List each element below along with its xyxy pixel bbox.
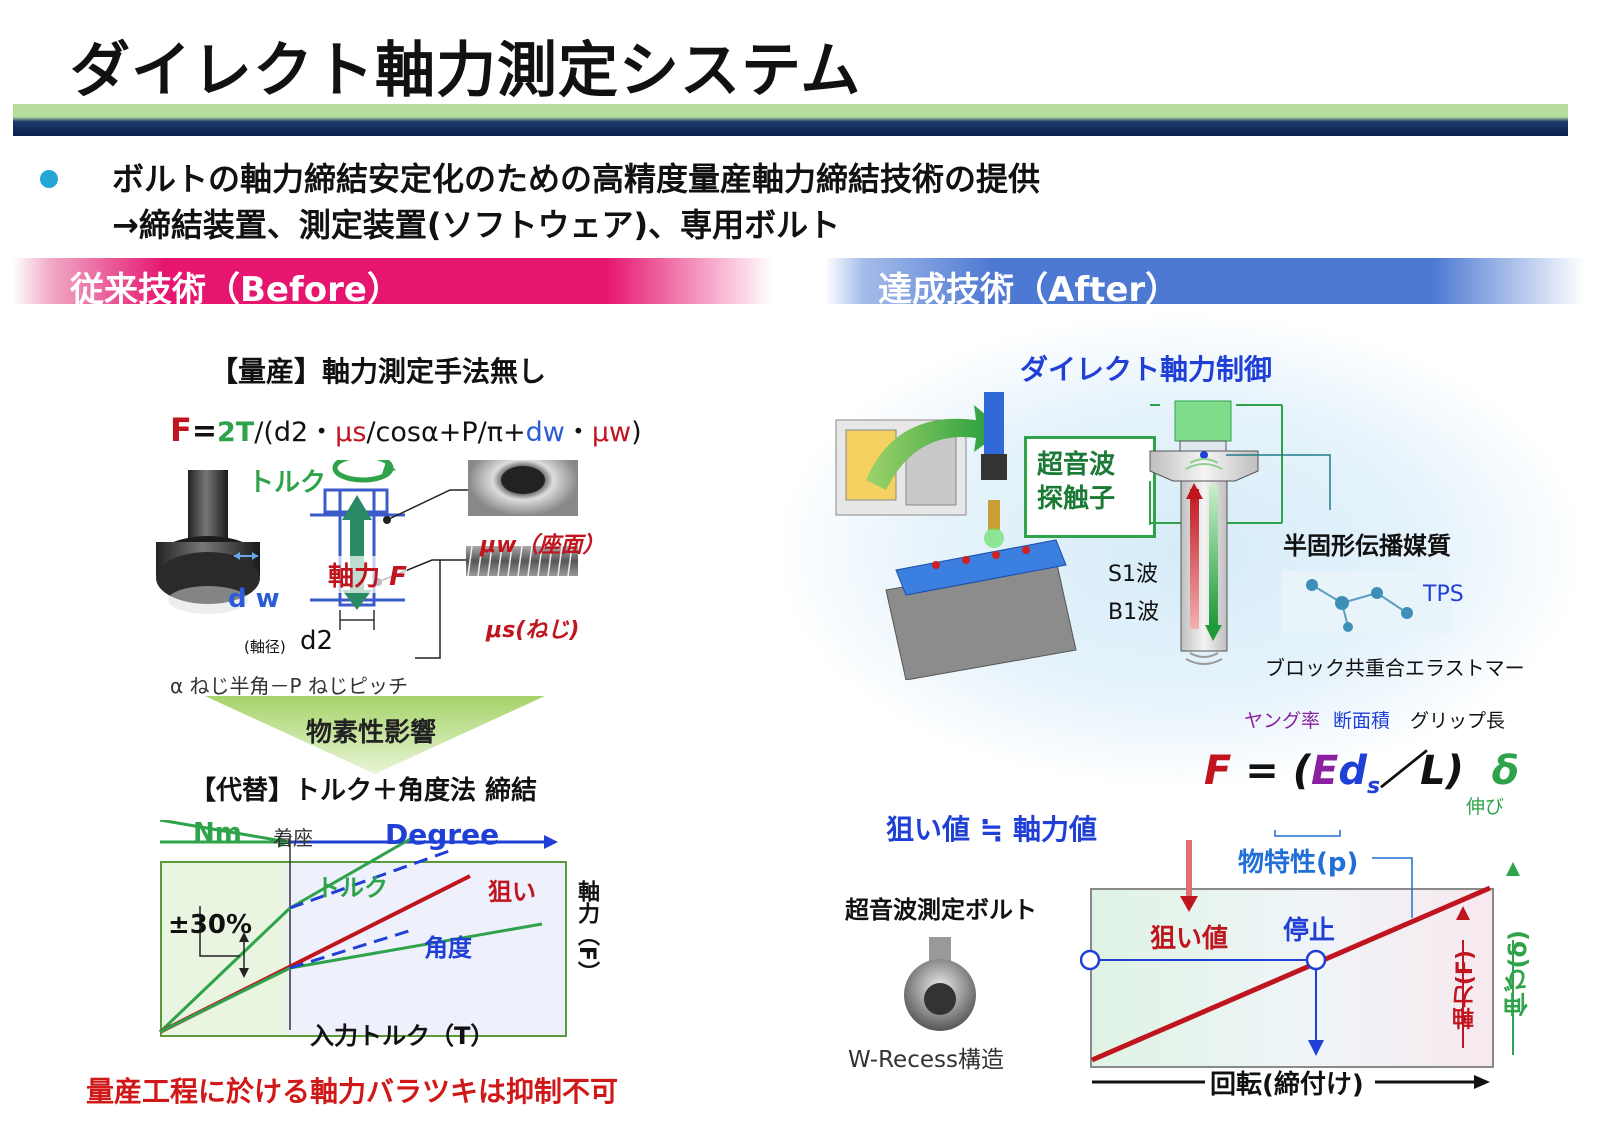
- formula-muw: μw: [591, 417, 632, 448]
- axial-force-label: 軸力 F: [328, 556, 407, 593]
- formula2-open: (: [1292, 748, 1311, 794]
- material-influence-arrow: [205, 696, 545, 774]
- young-modulus-label: ヤング率: [1244, 710, 1321, 732]
- torque-angle-chart-lines: [158, 820, 558, 1034]
- formula-open: /(d2・: [254, 417, 336, 448]
- b1-wave-label: B1波: [1108, 600, 1160, 625]
- formula2-slash: ／: [1380, 748, 1421, 794]
- rotation-axis-label: 回転(締付け): [1210, 1070, 1364, 1100]
- chart-input-torque-label: 入力トルク（T）: [310, 1022, 495, 1050]
- before-header-band: [13, 258, 773, 304]
- alpha-pitch-text: α ねじ半角－P ねじピッチ: [170, 674, 408, 698]
- molecule-icon: [1282, 571, 1452, 633]
- formula2-d: d: [1338, 748, 1367, 794]
- bullet-line-2: →締結装置、測定装置(ソフトウェア)、専用ボルト: [112, 206, 841, 244]
- chart-axial-force-label: 軸力（F）: [574, 880, 599, 984]
- chart-angle-label: 角度: [424, 934, 472, 962]
- material-influence-label: 物素性影響: [306, 718, 437, 748]
- after-subtitle: ダイレクト軸力制御: [1020, 353, 1273, 386]
- probe-label-2: 探触子: [1037, 484, 1116, 514]
- title-underline-band: [13, 104, 1568, 136]
- formula-close: ): [631, 417, 642, 448]
- after-header: 達成技術（After）: [878, 270, 1180, 310]
- chart-nm-label: Nm: [193, 818, 242, 848]
- formula-dot: ・: [564, 417, 592, 448]
- before-bolt-illustration: [156, 460, 578, 659]
- chart-pm30-label: ±30%: [168, 910, 253, 940]
- page-title: ダイレクト軸力測定システム: [70, 36, 862, 106]
- before-conclusion: 量産工程に於ける軸力バラツキは抑制不可: [86, 1075, 619, 1108]
- s1-wave-label: S1波: [1108, 562, 1158, 587]
- chart-target-label: 狙い: [488, 878, 536, 906]
- machine-engine-illustration: [835, 392, 1077, 680]
- formula-mid: /cosα+P/π+: [366, 417, 526, 448]
- target-equals-axial: 狙い値 ≒ 軸力値: [886, 813, 1097, 846]
- ultrasonic-bolt-diagram: [1149, 400, 1331, 665]
- rotation-chart-lines: [1080, 830, 1520, 1089]
- axial-label-text: 軸力: [328, 562, 381, 592]
- torque-label: トルク: [248, 468, 327, 498]
- formula2-L: L: [1420, 748, 1446, 794]
- formula2-s: s: [1366, 774, 1381, 799]
- cross-section-label: 断面積: [1333, 710, 1391, 732]
- probe-label-1: 超音波: [1037, 450, 1116, 480]
- material-property-label: 物特性(p): [1238, 848, 1359, 878]
- formula2-delta: δ: [1491, 748, 1520, 794]
- axial-force-axis-label: 軸力(F): [1453, 950, 1478, 1030]
- before-header: 従来技術（Before）: [70, 270, 401, 310]
- after-formula: F = (Eds／L) δ: [1204, 738, 1519, 799]
- before-formula: F=2T/(d2・μs/cosα+P/π+dw・μw): [170, 410, 642, 449]
- after-glow-background: [780, 315, 1580, 785]
- formula-F: F: [170, 411, 192, 449]
- bullet-icon: [40, 170, 58, 188]
- dw-label: d w: [228, 584, 280, 614]
- muw-label: μw（座面）: [480, 533, 605, 558]
- formula2-F: F: [1204, 748, 1232, 794]
- target-value-label: 狙い値: [1150, 924, 1229, 954]
- mus-label: μs(ねじ): [486, 618, 580, 643]
- formula-2T: 2T: [217, 417, 255, 448]
- tps-label: TPS: [1423, 582, 1464, 607]
- stop-label: 停止: [1283, 916, 1336, 946]
- elongation-label: 伸び: [1466, 796, 1505, 818]
- torque-angle-chart: [160, 861, 567, 1037]
- formula2-E: E: [1311, 748, 1339, 794]
- after-header-band: [825, 258, 1585, 304]
- formula-dw: dw: [525, 417, 565, 448]
- formula2-eq: =: [1245, 748, 1279, 794]
- semisolid-medium-title: 半固形伝播媒質: [1283, 532, 1451, 560]
- chart-seat-label: 着座: [273, 826, 313, 850]
- alt-method-title: 【代替】トルク＋角度法 締結: [190, 776, 538, 806]
- bullet-line-1: ボルトの軸力締結安定化のための高精度量産軸力締結技術の提供: [112, 160, 1041, 198]
- w-recess-bolt-icon: [904, 937, 976, 1031]
- elongation-axis-label: 伸び(δ): [1504, 930, 1532, 1017]
- before-subtitle: 【量産】軸力測定手法無し: [210, 355, 547, 388]
- d2-label: d2: [300, 626, 334, 656]
- chart-torque-label: トルク: [316, 874, 388, 902]
- axial-label-F: F: [389, 562, 407, 592]
- formula2-close: ): [1445, 748, 1464, 794]
- grip-length-label: グリップ長: [1410, 710, 1506, 732]
- block-copolymer-label: ブロック共重合エラストマー: [1265, 656, 1525, 680]
- ultrasonic-probe-box: [1024, 436, 1156, 538]
- formula-mus: μs: [335, 417, 367, 448]
- d2-prefix: (軸径): [244, 638, 286, 656]
- w-recess-label: W-Recess構造: [848, 1047, 1004, 1073]
- ultrasonic-bolt-title: 超音波測定ボルト: [845, 896, 1037, 924]
- formula-eq: =: [191, 414, 217, 449]
- chart-degree-label: Degree: [385, 818, 500, 851]
